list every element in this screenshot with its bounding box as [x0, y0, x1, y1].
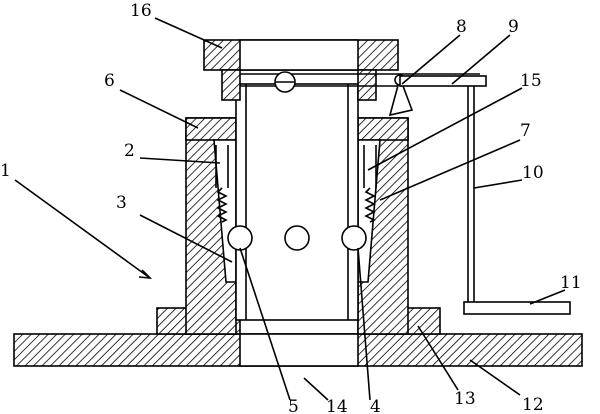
label-10: 10: [522, 163, 544, 183]
center-ball: [284, 225, 310, 251]
label-13: 13: [454, 389, 476, 409]
right-lock-ball: [341, 225, 367, 251]
label-4: 4: [370, 397, 381, 414]
left-cover-ring: [185, 117, 237, 141]
label-1: 1: [0, 161, 11, 181]
base-opening: [239, 333, 359, 367]
label-2: 2: [124, 141, 135, 161]
lever-arm: [399, 75, 487, 87]
label-14: 14: [326, 397, 348, 414]
top-collar-neck-left: [221, 69, 241, 101]
top-collar-bore: [239, 39, 359, 71]
pivot-bracket: [388, 75, 414, 117]
label-16: 16: [130, 1, 152, 21]
cylinder-tube: [235, 83, 359, 321]
label-11: 11: [560, 273, 582, 293]
label-8: 8: [456, 17, 467, 37]
label-7: 7: [520, 121, 531, 141]
label-6: 6: [104, 71, 115, 91]
left-spring: [215, 145, 229, 223]
label-9: 9: [508, 17, 519, 37]
foot-pedal: [463, 301, 571, 315]
right-cover-ring: [357, 117, 409, 141]
label-3: 3: [116, 193, 127, 213]
label-15: 15: [520, 71, 542, 91]
label-12: 12: [522, 395, 544, 414]
top-collar-neck-right: [357, 69, 377, 101]
leader-lines: [14, 17, 566, 401]
left-lock-ball: [227, 225, 253, 251]
label-5: 5: [288, 397, 299, 414]
